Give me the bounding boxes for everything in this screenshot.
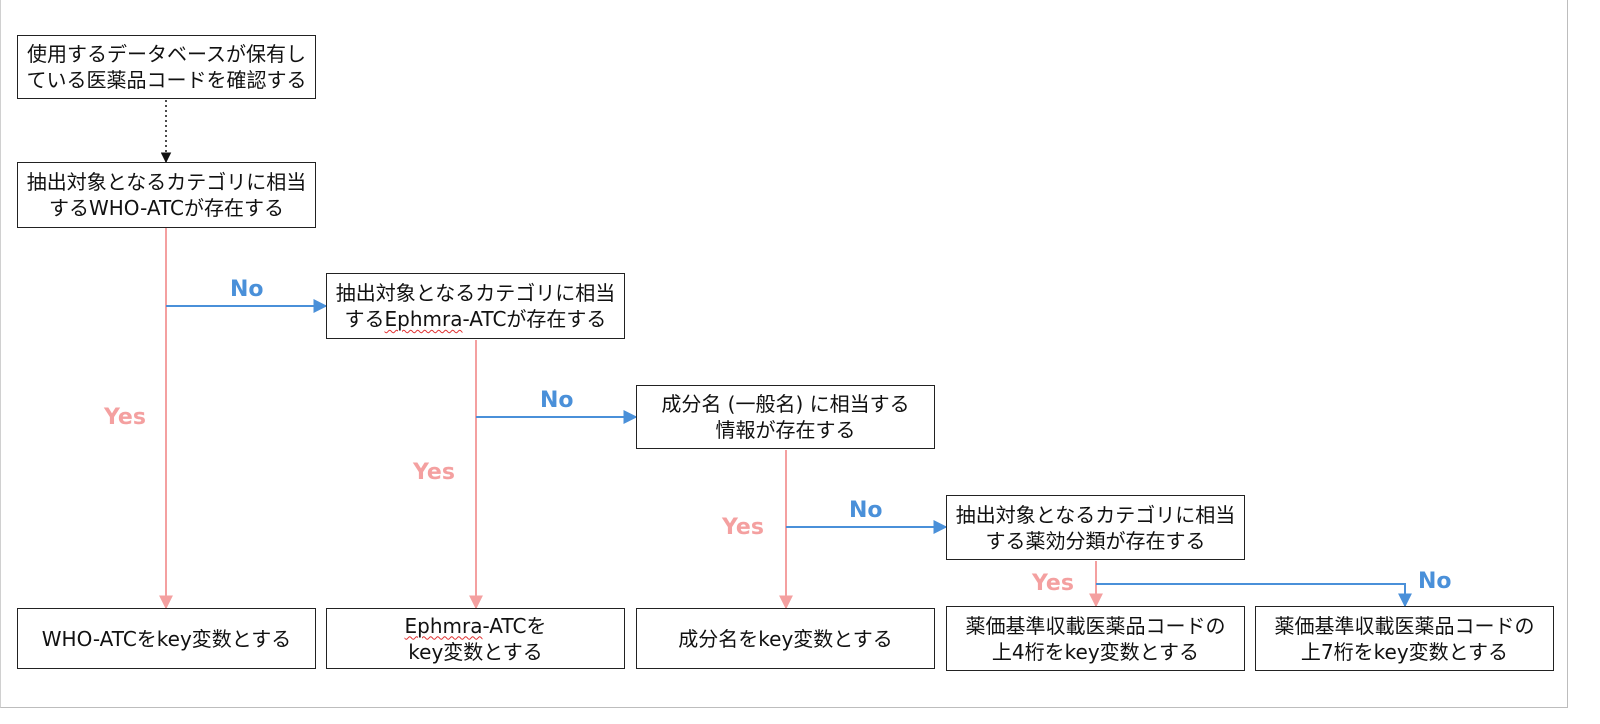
result-who-atc-key: WHO-ATCをkey変数とする (17, 608, 316, 669)
label-no-generic: No (849, 498, 883, 523)
decision-ephmra-line2-ephmra: Ephmra (384, 307, 463, 331)
decision-generic-name: 成分名 (一般名) に相当する 情報が存在する (636, 385, 935, 449)
result-who-line1: WHO-ATCをkey変数とする (41, 626, 292, 651)
label-no-yakko: No (1418, 569, 1452, 594)
result-generic-line1: 成分名をkey変数とする (678, 626, 893, 651)
decision-yakko-line2: する薬効分類が存在する (985, 528, 1206, 553)
decision-yakko-category: 抽出対象となるカテゴリに相当 する薬効分類が存在する (946, 495, 1245, 560)
node-confirm-db-codes: 使用するデータベースが保有し ている医薬品コードを確認する (17, 35, 316, 99)
decision-generic-line2: 情報が存在する (715, 418, 856, 442)
result-upper4-key: 薬価基準収載医薬品コードの 上4桁をkey変数とする (946, 606, 1245, 671)
label-yes-yakko: Yes (1032, 571, 1074, 596)
result-upper7-key: 薬価基準収載医薬品コードの 上7桁をkey変数とする (1255, 606, 1554, 671)
decision-yakko-line1: 抽出対象となるカテゴリに相当 (955, 502, 1236, 527)
decision-ephmra-atc: 抽出対象となるカテゴリに相当 するEphmra-ATCが存在する (326, 273, 625, 339)
label-yes-who: Yes (104, 405, 146, 430)
label-no-who: No (230, 277, 264, 302)
label-no-ephmra: No (540, 388, 574, 413)
result-upper4-line1: 薬価基準収載医薬品コードの (965, 613, 1226, 638)
slide-frame (0, 0, 1568, 708)
result-upper7-line2: 上7桁をkey変数とする (1300, 639, 1509, 664)
decision-ephmra-line2-pre: する (344, 307, 385, 331)
label-yes-ephmra: Yes (413, 460, 455, 485)
result-ephmra-line1-ephmra: Ephmra (404, 613, 483, 638)
result-generic-name-key: 成分名をkey変数とする (636, 608, 935, 669)
decision-generic-line1: 成分名 (一般名) に相当する (661, 392, 910, 416)
decision-who-line1: 抽出対象となるカテゴリに相当 (26, 170, 307, 194)
label-yes-generic: Yes (722, 515, 764, 540)
decision-who-line2: するWHO-ATCが存在する (48, 196, 285, 220)
decision-who-atc: 抽出対象となるカテゴリに相当 するWHO-ATCが存在する (17, 162, 316, 228)
node-confirm-line1: 使用するデータベースが保有し (27, 42, 306, 66)
node-confirm-line2: ている医薬品コードを確認する (26, 68, 307, 92)
result-upper4-line2: 上4桁をkey変数とする (991, 639, 1200, 664)
result-ephmra-atc-key: Ephmra-ATCを key変数とする (326, 608, 625, 669)
result-ephmra-line2: key変数とする (408, 639, 543, 664)
result-ephmra-line1-post: -ATCを (482, 613, 547, 638)
decision-ephmra-line2-post: -ATCが存在する (462, 307, 607, 331)
decision-ephmra-line2: するEphmra-ATCが存在する (336, 306, 615, 332)
result-upper7-line1: 薬価基準収載医薬品コードの (1274, 613, 1535, 638)
result-ephmra-line1: Ephmra-ATCを (405, 613, 547, 639)
decision-ephmra-line1: 抽出対象となるカテゴリに相当 (335, 281, 616, 305)
no-arrow-to-upper7 (1096, 583, 1412, 608)
